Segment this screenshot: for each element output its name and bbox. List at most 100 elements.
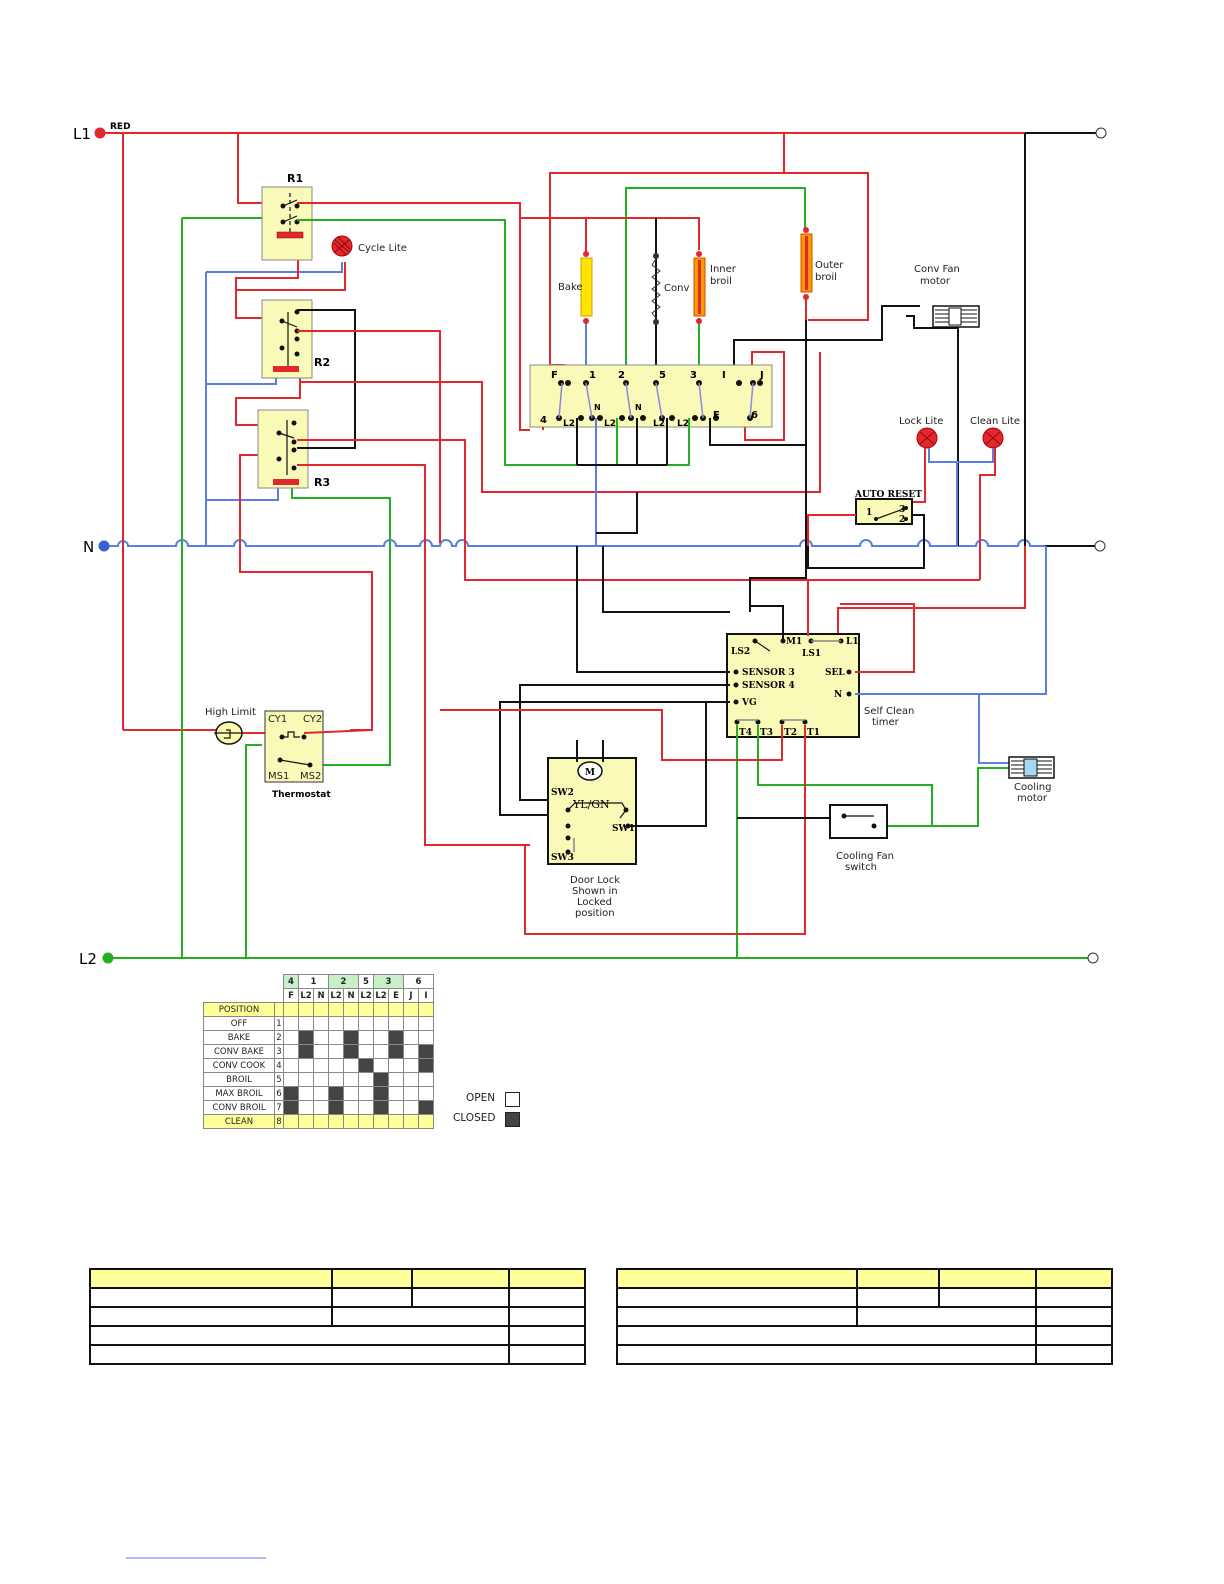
table-cell (508, 1344, 586, 1365)
contact-open (313, 1044, 329, 1059)
chart-row-name: CLEAN (203, 1114, 275, 1129)
wire (855, 546, 1047, 695)
relay-r2 (261, 299, 313, 379)
contact-open (418, 1086, 434, 1101)
inner-broil-label-2: broil (710, 276, 732, 287)
contact-open (313, 1058, 329, 1073)
thermostat-ms2: MS2 (300, 771, 321, 782)
wire (757, 725, 933, 827)
blank-table-right (616, 1268, 1113, 1365)
chart-row-name: CONV BROIL (203, 1100, 275, 1115)
auto-reset-title: AUTO RESET (854, 490, 922, 500)
table-cell (89, 1325, 510, 1346)
chart-column-header: L2 (298, 988, 314, 1003)
contact-closed (373, 1114, 389, 1129)
terminal-label: 3 (690, 370, 697, 381)
chart-group-header: 2 (328, 974, 359, 989)
chart-group-header: 3 (373, 974, 404, 989)
cooling-fan-switch-label-2: switch (845, 862, 877, 873)
contact-open (283, 1044, 299, 1059)
wire (576, 546, 730, 673)
contact-open (388, 1100, 404, 1115)
chart-cell (418, 1002, 434, 1017)
clean-lite-label: Clean Lite (970, 416, 1020, 427)
selector-switch (529, 364, 773, 428)
contact-open (298, 1016, 314, 1031)
contact-closed (313, 1114, 329, 1129)
blank (204, 989, 275, 1003)
contact-open (373, 1016, 389, 1031)
terminal-label: L2 (604, 419, 616, 429)
contact-open (403, 1058, 419, 1073)
timer-ls1: LS1 (802, 649, 821, 659)
auto-reset-t2: 2 (899, 515, 905, 525)
contact-closed (298, 1044, 314, 1059)
contact-open (328, 1044, 344, 1059)
contact-open (388, 1058, 404, 1073)
contact-closed (418, 1044, 434, 1059)
wire (630, 702, 707, 827)
wire (733, 305, 920, 370)
wire (297, 202, 530, 431)
wire (750, 605, 784, 641)
terminal-label: N (594, 403, 601, 412)
door-wire-label: YL/GN (572, 798, 610, 811)
chart-row-number: 4 (274, 1058, 284, 1073)
clean-lite (982, 427, 1004, 449)
thermostat (264, 710, 324, 783)
contact-open (328, 1016, 344, 1031)
contact-open (373, 1044, 389, 1059)
wire (906, 315, 959, 546)
terminal-label: L2 (563, 419, 575, 429)
cycle-lite (331, 235, 353, 257)
contact-open (418, 1030, 434, 1045)
table-cell (938, 1287, 1037, 1308)
wire (297, 330, 441, 543)
contact-open (298, 1086, 314, 1101)
conv-element (651, 253, 661, 325)
contact-closed (283, 1086, 299, 1101)
contact-open (358, 1016, 374, 1031)
timer-sel: SEL (825, 668, 845, 678)
chart-group-header: 6 (403, 974, 434, 989)
conv-element-label: Conv (664, 283, 689, 294)
wire (239, 454, 373, 731)
thermostat-cy1: CY1 (268, 714, 287, 725)
chart-group-header: 4 (283, 974, 299, 989)
contact-closed (388, 1044, 404, 1059)
table-cell (616, 1306, 858, 1327)
timer-vg: VG (741, 698, 757, 708)
wire (749, 320, 807, 612)
timer-t3: T3 (760, 728, 773, 738)
timer-label-2: timer (872, 717, 900, 728)
chart-cell (298, 1002, 314, 1017)
l2-label: L2 (79, 950, 97, 968)
wire (928, 448, 994, 463)
chart-cell (328, 1002, 344, 1017)
contact-open (343, 1086, 359, 1101)
conv-fan-label-1: Conv Fan (914, 264, 960, 275)
contact-closed (373, 1100, 389, 1115)
contact-open (358, 1072, 374, 1087)
contact-open (358, 1114, 374, 1129)
table-cell (856, 1306, 1037, 1327)
terminal-label: L2 (677, 419, 689, 429)
contact-open (328, 1058, 344, 1073)
contact-open (403, 1072, 419, 1087)
chart-row-number: 2 (274, 1030, 284, 1045)
contact-open (403, 1100, 419, 1115)
wire (297, 439, 980, 581)
bake-element-label: Bake (558, 282, 583, 293)
table-cell (508, 1306, 586, 1327)
contact-closed (298, 1030, 314, 1045)
l1-wire-color-label: RED (110, 122, 131, 132)
wire (297, 309, 356, 449)
auto-reset-t3: 3 (899, 505, 905, 515)
chart-column-header: I (418, 988, 434, 1003)
table-cell (1035, 1287, 1113, 1308)
table-cell (616, 1344, 1037, 1365)
wire (979, 448, 996, 580)
